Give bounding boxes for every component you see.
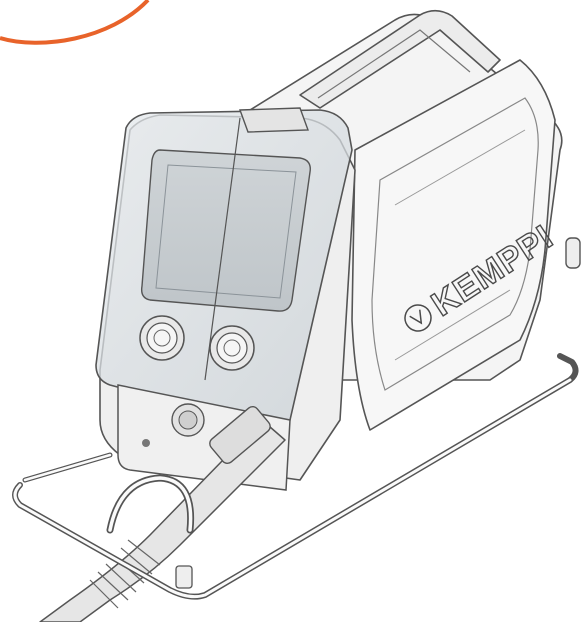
torch-cable (39, 419, 286, 622)
housing-side-panel (351, 59, 556, 431)
torch-connector-icon (171, 403, 205, 437)
control-knob-left[interactable] (139, 315, 185, 361)
carry-handle (299, 9, 501, 109)
display-screen (140, 149, 311, 312)
orange-accent-arc (0, 0, 150, 45)
cover-latch (239, 107, 309, 133)
control-knob-right[interactable] (209, 325, 255, 371)
